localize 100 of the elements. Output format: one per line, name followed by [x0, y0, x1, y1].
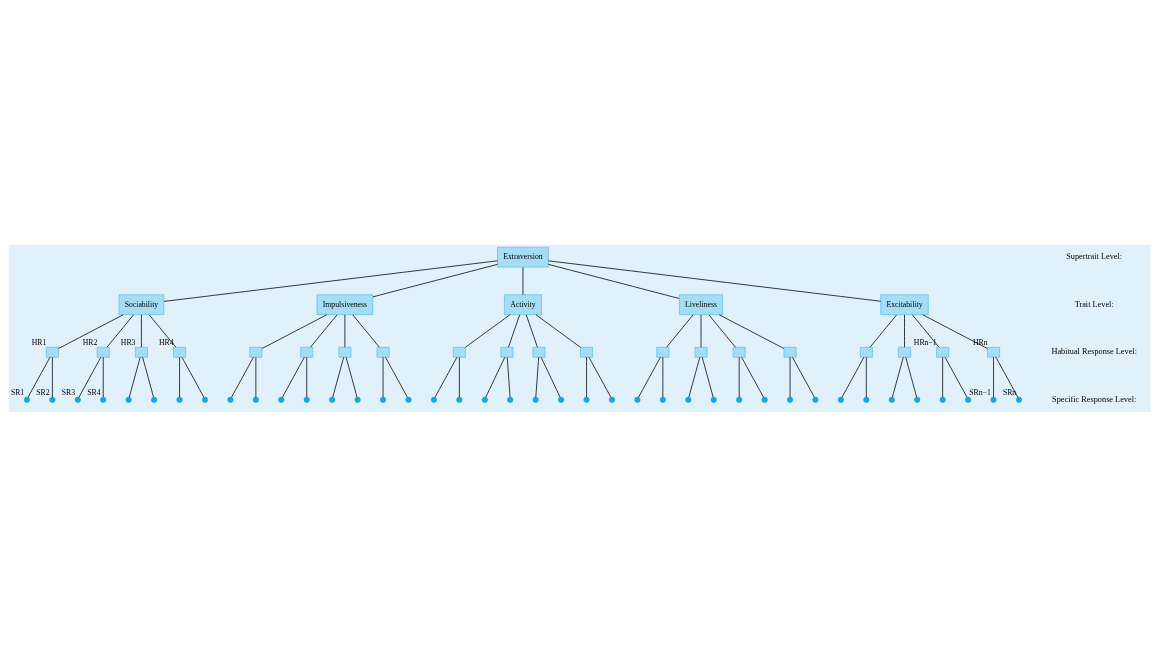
node-circle — [405, 396, 412, 403]
node-box — [860, 346, 873, 358]
node-box — [936, 346, 950, 358]
node-circle — [558, 396, 565, 403]
connector — [434, 356, 458, 398]
connector — [52, 356, 53, 397]
connector — [506, 356, 511, 397]
node-box — [173, 346, 186, 358]
node-box — [732, 346, 746, 358]
node-box — [300, 346, 314, 358]
node-circle — [354, 396, 361, 403]
node-box — [453, 346, 466, 358]
connector — [385, 356, 408, 398]
node-label: HRn — [972, 337, 988, 347]
node-circle — [151, 396, 158, 403]
node-box: Extraversion — [497, 246, 549, 267]
connector — [459, 356, 460, 397]
label: Trait Level: — [1074, 299, 1114, 309]
node-circle — [227, 396, 234, 403]
connector — [525, 314, 538, 348]
connector — [944, 356, 968, 398]
node-circle — [481, 396, 488, 403]
node-circle — [430, 396, 437, 403]
connector — [535, 313, 581, 348]
connector — [905, 356, 917, 397]
connector — [58, 313, 124, 349]
node-box: Excitability — [880, 294, 929, 315]
connector — [718, 313, 785, 349]
node-label: HR2 — [82, 337, 98, 347]
connector — [179, 356, 180, 397]
node-circle — [201, 396, 209, 403]
node-circle — [74, 396, 81, 403]
node-box: Liveliness — [679, 294, 723, 315]
node-label: HR3 — [120, 337, 136, 347]
node-circle — [608, 396, 616, 403]
node-label: SR2 — [36, 387, 50, 397]
connector — [345, 356, 358, 397]
connector — [181, 356, 205, 398]
connector — [993, 356, 994, 397]
connector — [142, 356, 154, 397]
connector — [78, 356, 102, 398]
node-circle — [965, 396, 972, 403]
connector — [904, 314, 905, 348]
node-circle — [125, 396, 132, 403]
connector — [995, 356, 1019, 398]
node-circle — [329, 396, 336, 403]
node-circle — [380, 396, 387, 403]
connector — [741, 356, 764, 398]
node-box — [249, 346, 263, 358]
node-label: SR3 — [61, 387, 76, 397]
connector — [922, 313, 988, 349]
node-circle — [456, 396, 463, 403]
connector — [666, 314, 694, 348]
connector — [548, 263, 680, 299]
connector — [708, 314, 736, 348]
connector — [548, 259, 882, 302]
node-circle — [659, 396, 666, 403]
connector — [865, 356, 867, 397]
node-circle — [685, 396, 692, 403]
node-circle — [23, 396, 30, 403]
node-circle — [990, 396, 997, 403]
node-circle — [1015, 396, 1023, 403]
node-label: SRn — [1002, 387, 1017, 397]
node-circle — [863, 396, 870, 403]
connector — [141, 314, 142, 348]
node-label: SRn−1 — [969, 387, 991, 397]
node-box — [338, 346, 352, 358]
connector — [588, 356, 612, 398]
node-box — [96, 346, 110, 358]
connector — [163, 259, 498, 302]
node-box: Impulsiveness — [316, 294, 374, 315]
node-circle — [278, 396, 285, 403]
connector — [27, 356, 51, 398]
connector — [128, 356, 141, 397]
connector — [332, 356, 345, 397]
node-box — [987, 346, 1000, 358]
connector — [261, 313, 328, 349]
connector — [148, 314, 177, 348]
connector — [372, 263, 498, 297]
label: Specific Response Level: — [1052, 394, 1137, 404]
label: Supertrait Level: — [1066, 251, 1123, 261]
node-label: SR1 — [10, 387, 25, 397]
node-circle — [939, 396, 946, 403]
connector — [892, 356, 904, 397]
node-box — [376, 346, 390, 358]
node-box — [656, 346, 670, 358]
node-label: HR4 — [158, 337, 174, 347]
node-label: HR1 — [31, 337, 47, 347]
node-circle — [787, 396, 794, 403]
node-circle — [583, 396, 590, 403]
node-circle — [736, 396, 743, 403]
node-circle — [100, 396, 107, 403]
node-circle — [888, 396, 895, 403]
node-box — [580, 346, 593, 358]
node-circle — [710, 396, 717, 403]
node-box — [135, 346, 148, 358]
connector — [540, 356, 561, 398]
node-box — [783, 346, 797, 358]
node-label: SR4 — [87, 387, 101, 397]
connector — [688, 356, 701, 397]
